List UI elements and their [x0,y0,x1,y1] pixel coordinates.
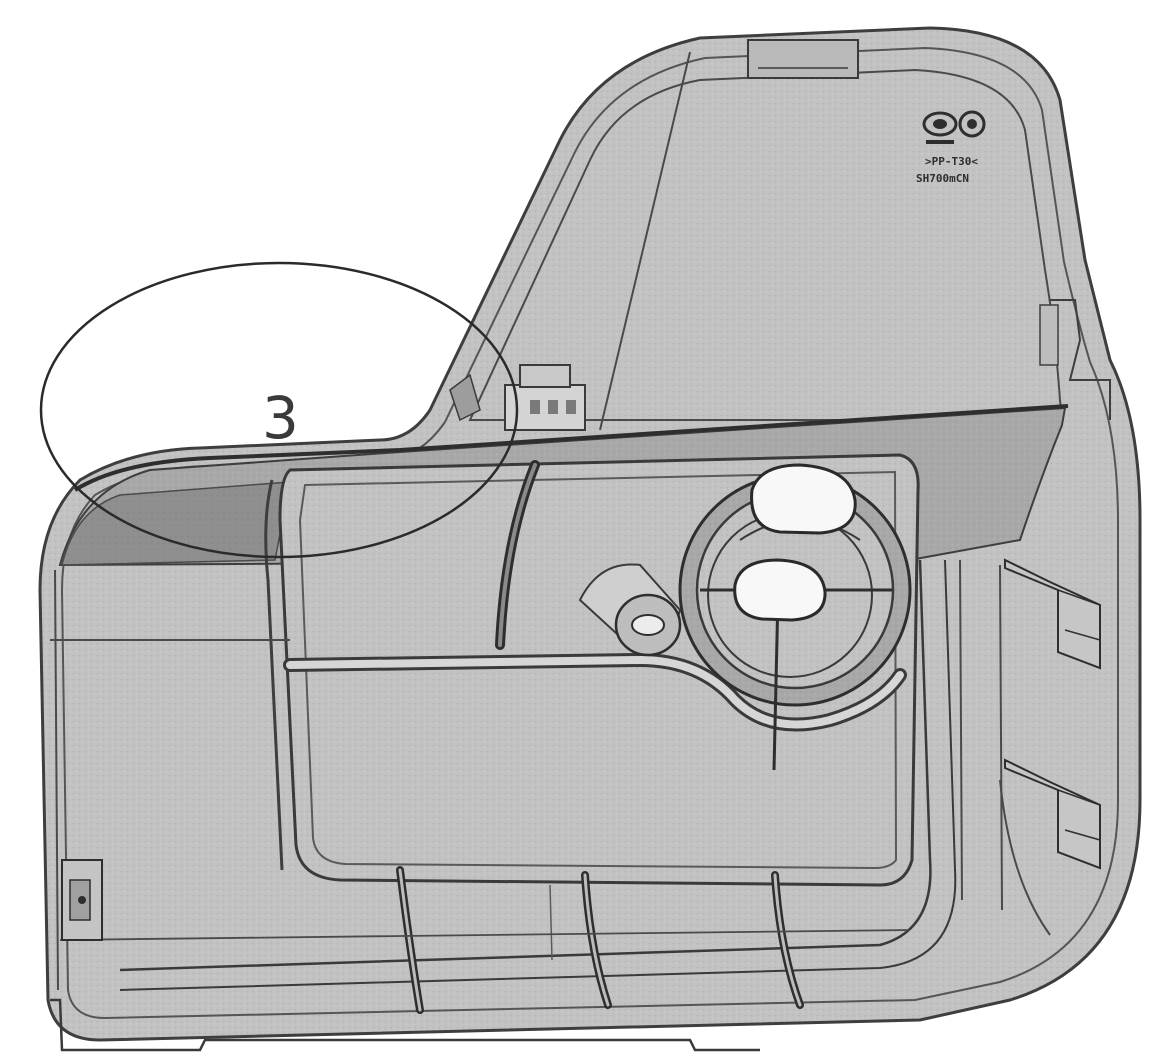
bottom-flange [50,998,760,1052]
cylindrical-boss [578,563,682,657]
callout-ellipse [39,261,519,559]
bottom-curved-channel [119,559,932,972]
part-marking-line2: SH700mCN [916,172,969,185]
upper-oval-opening [750,463,857,535]
part-marking-line1: >PP-T30< [925,155,978,168]
bottom-tab-center [581,871,612,1009]
left-ledge-inset [61,481,291,566]
left-vertical-rib [264,479,284,871]
left-side-clip [61,859,103,941]
bottom-tab-right [771,871,804,1009]
wire-connector-clip [449,364,586,431]
top-clip-tab [747,39,859,79]
molded-logo-marks [922,110,986,144]
callout-number: 3 [262,384,299,452]
right-bracket-clip-upper [1004,558,1101,670]
lower-oval-opening [733,558,827,622]
right-edge-flange [1050,299,1111,420]
right-bracket-clip-lower [1004,758,1101,870]
backrest-seam-line [599,51,691,431]
bottom-tab-left [396,866,424,1014]
